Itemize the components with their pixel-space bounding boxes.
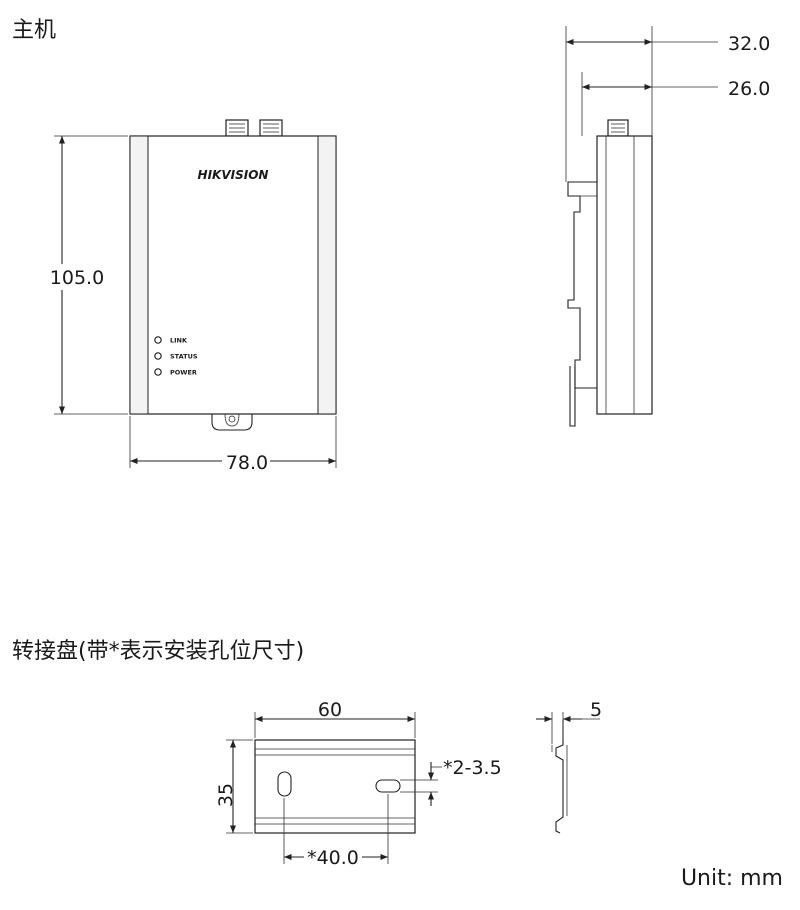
unit-label: Unit: mm — [681, 866, 783, 891]
bracket-front-view: 60 35 *40.0 *2-3.5 — [215, 699, 502, 869]
bottom-clip — [211, 413, 253, 431]
led-power: POWER — [154, 368, 197, 377]
side-body — [596, 135, 653, 415]
antenna-connector-right — [259, 119, 283, 137]
host-left-rail — [129, 135, 149, 415]
host-body — [129, 135, 337, 415]
profile-dimension: 5 — [590, 699, 602, 721]
bracket-side-profile: 5 — [536, 699, 602, 834]
host-front-view: HIKVISION LINK STATUS POWER 105.0 — [50, 119, 337, 474]
bracket-hole-vertical — [277, 771, 292, 797]
led-status-label: STATUS — [170, 353, 198, 361]
led-power-label: POWER — [170, 369, 197, 377]
bracket-width-dimension: 60 — [318, 699, 342, 721]
hole-size-dimension: *2-3.5 — [443, 757, 502, 779]
bracket-plate — [254, 739, 416, 834]
led-status: STATUS — [154, 352, 198, 361]
body-depth-dimension: 26.0 — [728, 78, 770, 100]
side-antenna-connector — [607, 119, 629, 137]
bracket-height-dimension: 35 — [215, 783, 237, 807]
host-right-rail — [317, 135, 337, 415]
bracket-hole-horizontal — [375, 779, 401, 793]
antenna-connector-left — [225, 119, 249, 137]
width-dimension: 78.0 — [226, 452, 268, 474]
hole-spacing-dimension: *40.0 — [307, 847, 359, 869]
host-section-title: 主机 — [12, 18, 57, 43]
side-din-clip — [567, 181, 597, 427]
overall-depth-dimension: 32.0 — [728, 33, 770, 55]
host-side-view: 32.0 26.0 — [565, 26, 770, 427]
led-link-label: LINK — [170, 337, 188, 345]
height-dimension: 105.0 — [50, 267, 104, 289]
led-link: LINK — [154, 336, 188, 345]
bracket-section-title: 转接盘(带*表示安装孔位尺寸) — [12, 639, 305, 664]
brand-logo: HIKVISION — [198, 168, 269, 182]
